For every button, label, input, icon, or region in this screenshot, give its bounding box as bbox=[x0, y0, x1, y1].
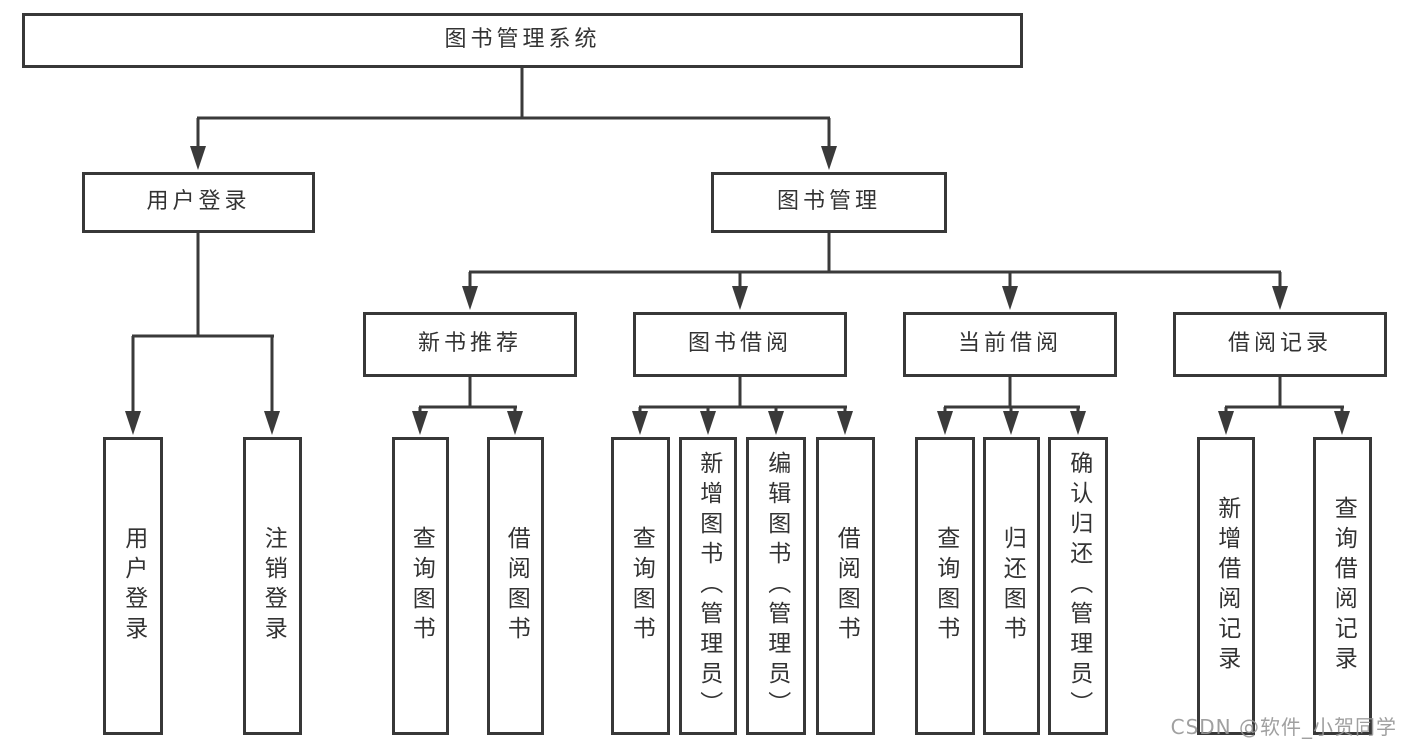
node-new-book-recommend: 新书推荐 bbox=[363, 312, 577, 377]
connector-login-to-leaves bbox=[125, 233, 280, 435]
leaf-records-add: 新增借阅记录 bbox=[1197, 437, 1255, 735]
connector-records-to-leaves bbox=[1218, 377, 1350, 435]
leaf-current-confirm-return-admin: 确认归还（管理员） bbox=[1048, 437, 1108, 735]
node-book-management: 图书管理 bbox=[711, 172, 947, 233]
node-book-borrow: 图书借阅 bbox=[633, 312, 847, 377]
leaf-borrow-borrow: 借阅图书 bbox=[816, 437, 875, 735]
leaf-login-logout: 注销登录 bbox=[243, 437, 302, 735]
node-root-system: 图书管理系统 bbox=[22, 13, 1023, 68]
leaf-newbook-borrow: 借阅图书 bbox=[487, 437, 544, 735]
connector-newbook-to-leaves bbox=[412, 377, 523, 435]
leaf-current-return: 归还图书 bbox=[983, 437, 1040, 735]
node-user-login: 用户登录 bbox=[82, 172, 315, 233]
node-borrow-records: 借阅记录 bbox=[1173, 312, 1387, 377]
connector-root-to-level2 bbox=[190, 68, 837, 170]
node-current-borrow: 当前借阅 bbox=[903, 312, 1117, 377]
leaf-records-query: 查询借阅记录 bbox=[1313, 437, 1372, 735]
connector-current-to-leaves bbox=[937, 377, 1086, 435]
leaf-newbook-query: 查询图书 bbox=[392, 437, 449, 735]
leaf-login-user-login: 用户登录 bbox=[103, 437, 163, 735]
leaf-borrow-add-admin: 新增图书（管理员） bbox=[679, 437, 737, 735]
connector-borrow-to-leaves bbox=[632, 377, 853, 435]
connector-mgmt-to-level3 bbox=[462, 233, 1288, 310]
leaf-current-query: 查询图书 bbox=[915, 437, 975, 735]
leaf-borrow-query: 查询图书 bbox=[611, 437, 670, 735]
leaf-borrow-edit-admin: 编辑图书（管理员） bbox=[746, 437, 806, 735]
